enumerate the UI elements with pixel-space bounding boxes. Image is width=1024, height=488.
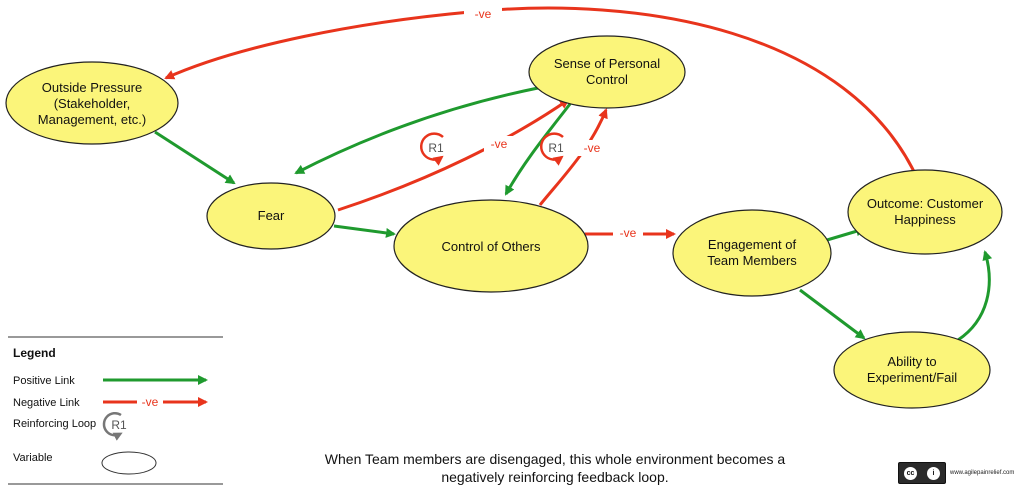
svg-text:Experiment/Fail: Experiment/Fail <box>867 370 957 385</box>
svg-text:Engagement of: Engagement of <box>708 237 797 252</box>
svg-text:Control: Control <box>586 72 628 87</box>
svg-text:Team Members: Team Members <box>707 253 797 268</box>
legend-positive-label: Positive Link <box>13 375 75 387</box>
svg-text:R1: R1 <box>428 141 444 155</box>
link-label-outcome-pressure: -ve <box>475 7 492 21</box>
node-outcome-customer-happiness: Outcome: Customer Happiness <box>847 169 1003 255</box>
node-ability-to-experiment: Ability to Experiment/Fail <box>833 331 991 409</box>
legend-variable-ellipse <box>101 451 157 475</box>
svg-text:Outcome: Customer: Outcome: Customer <box>867 196 984 211</box>
link-others-to-control <box>538 108 608 206</box>
reinforcing-loop-icon: R1 <box>539 132 564 166</box>
legend-loop-label: Reinforcing Loop <box>13 418 96 430</box>
link-label-fear-control: -ve <box>491 137 508 151</box>
node-engagement-of-team-members: Engagement of Team Members <box>672 209 832 297</box>
license-badge: cc i www.agilepainrelief.com <box>898 462 1014 484</box>
svg-text:Management, etc.): Management, etc.) <box>38 112 146 127</box>
link-fear-to-control <box>337 98 570 212</box>
svg-text:R1: R1 <box>548 141 564 155</box>
site-url: www.agilepainrelief.com <box>950 470 1015 476</box>
attribution-icon: i <box>927 466 940 480</box>
legend-loop-icon: R1 <box>102 412 127 441</box>
link-experiment-to-outcome <box>957 250 993 342</box>
link-outcome-to-pressure <box>164 6 920 181</box>
node-outside-pressure: Outside Pressure (Stakeholder, Managemen… <box>5 61 179 145</box>
legend-title: Legend <box>13 346 56 360</box>
node-fear: Fear <box>206 182 336 250</box>
link-pressure-to-fear <box>154 130 236 185</box>
svg-text:Fear: Fear <box>258 208 285 223</box>
svg-text:Sense of Personal: Sense of Personal <box>554 56 660 71</box>
cc-by-icon: cc i <box>898 462 946 484</box>
caption-line-1: When Team members are disengaged, this w… <box>324 451 786 467</box>
svg-text:R1: R1 <box>111 418 127 432</box>
legend-negative-tag: -ve <box>142 395 159 409</box>
link-fear-to-others <box>333 224 396 238</box>
node-control-of-others: Control of Others <box>393 199 589 293</box>
legend-negative-label: Negative Link <box>13 397 80 409</box>
link-control-to-fear <box>294 86 539 175</box>
link-label-others-control: -ve <box>584 141 601 155</box>
legend: Legend Positive Link Negative Link -ve R… <box>8 336 223 485</box>
svg-text:Happiness: Happiness <box>894 212 956 227</box>
node-sense-of-personal-control: Sense of Personal Control <box>528 35 686 109</box>
svg-text:Outside Pressure: Outside Pressure <box>42 80 142 95</box>
link-label-others-engagement: -ve <box>620 226 637 240</box>
reinforcing-loop-icon: R1 <box>419 132 444 166</box>
caption-line-2: negatively reinforcing feedback loop. <box>441 469 669 485</box>
legend-variable-label: Variable <box>13 452 53 464</box>
svg-text:Control of Others: Control of Others <box>442 239 541 254</box>
link-engagement-to-experiment <box>799 288 866 340</box>
link-control-to-others <box>504 103 572 196</box>
svg-text:Ability to: Ability to <box>887 354 936 369</box>
cc-icon: cc <box>904 466 917 480</box>
caption: When Team members are disengaged, this w… <box>300 450 810 486</box>
svg-text:(Stakeholder,: (Stakeholder, <box>54 96 131 111</box>
